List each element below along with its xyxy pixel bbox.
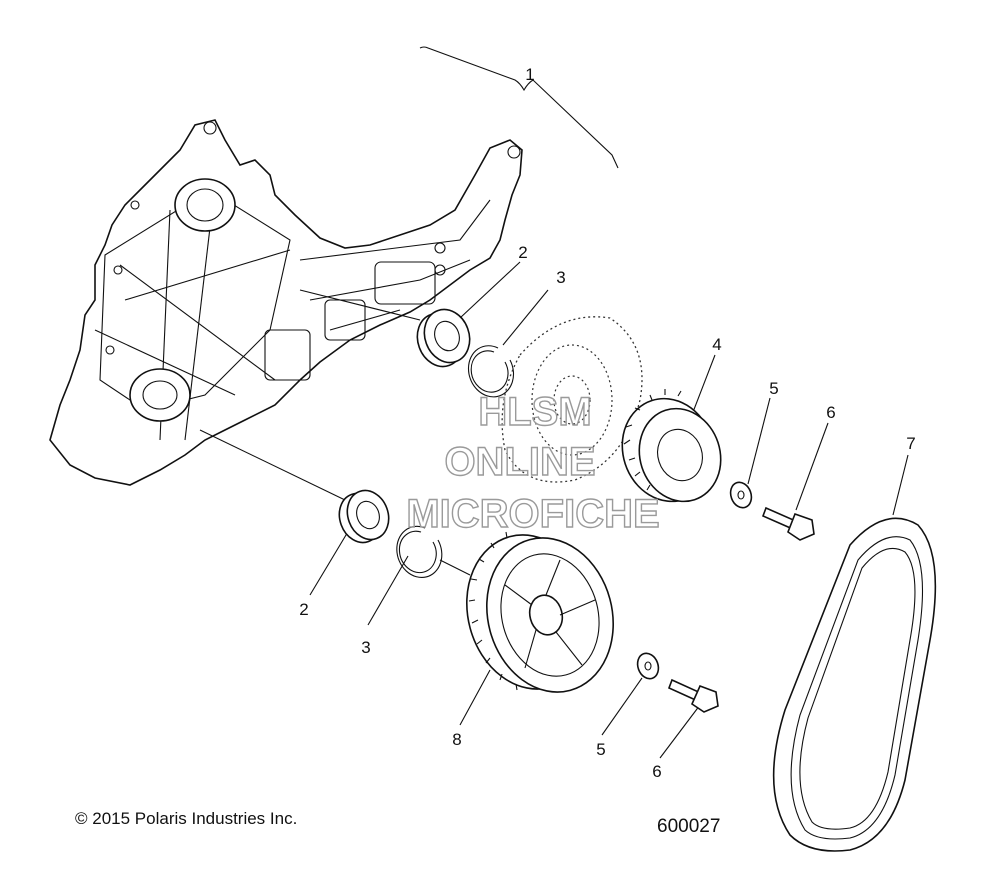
copyright-text: © 2015 Polaris Industries Inc. (75, 809, 297, 828)
drive-belt (772, 517, 937, 852)
bearing-upper (416, 308, 471, 368)
callout-1-bracket (419, 46, 619, 169)
watermark-line-3: MICROFICHE (406, 492, 659, 536)
callout-7: 7 (906, 434, 915, 453)
washer-upper (729, 481, 753, 509)
bolt-lower (667, 678, 719, 713)
callout-5-lower: 5 (596, 740, 605, 759)
callout-2-lower: 2 (299, 600, 308, 619)
snap-ring-lower (396, 525, 443, 579)
callout-6-lower: 6 (652, 762, 661, 781)
callout-labels: 1 2 3 4 5 6 7 2 3 8 5 6 (299, 65, 915, 781)
callout-4: 4 (712, 335, 721, 354)
callout-2-upper: 2 (518, 243, 527, 262)
callout-3-lower: 3 (361, 638, 370, 657)
callout-8: 8 (452, 730, 461, 749)
watermark-line-2: ONLINE (444, 440, 595, 484)
bearing-lower (338, 489, 390, 544)
washer-lower (636, 652, 660, 680)
watermark-line-1: HLSM (478, 390, 591, 434)
watermark: HLSM ONLINE MICROFICHE (406, 389, 661, 536)
driven-sprocket (466, 531, 614, 693)
callout-3-upper: 3 (556, 268, 565, 287)
dotted-sprocket (501, 316, 643, 483)
callout-1: 1 (525, 65, 534, 84)
chaincase-housing (49, 119, 523, 486)
callout-5-upper: 5 (769, 379, 778, 398)
drive-sprocket (621, 389, 722, 503)
leader-lines (199, 261, 909, 759)
bolt-upper (761, 506, 815, 541)
callout-6-upper: 6 (826, 403, 835, 422)
snap-ring-upper (467, 345, 514, 398)
figure-number: 600027 (657, 816, 720, 837)
